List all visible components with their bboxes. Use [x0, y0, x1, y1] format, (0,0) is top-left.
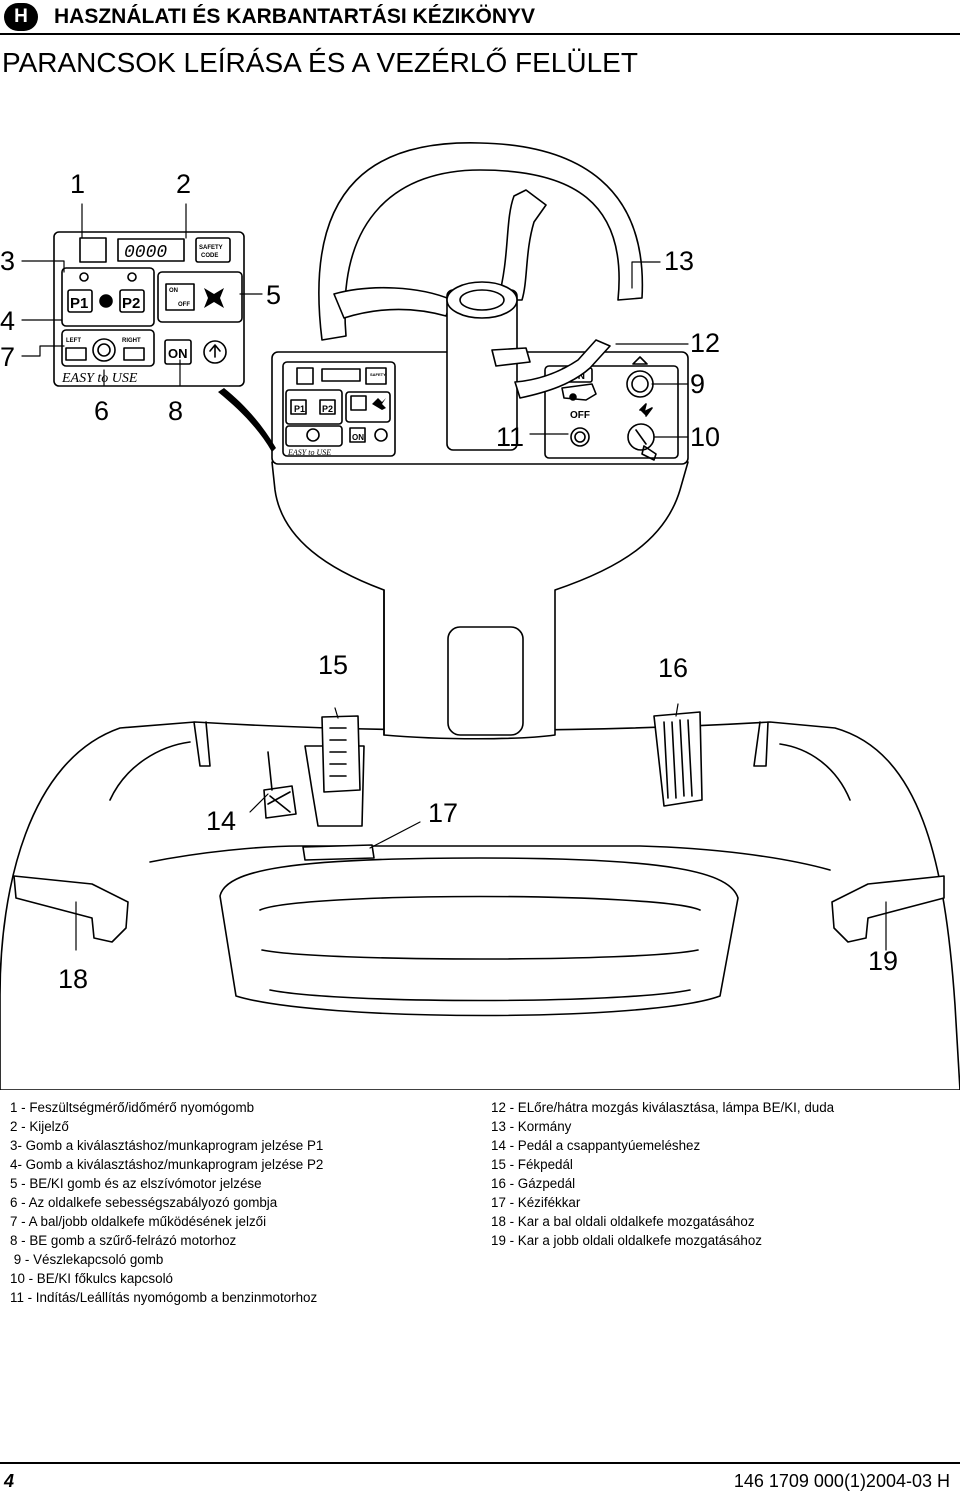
legend-item: 11 - Indítás/Leállítás nyomógomb a benzi… [10, 1290, 318, 1305]
legend-item: 3- Gomb a kiválasztáshoz/munkaprogram je… [10, 1138, 324, 1153]
start-stop-button [570, 427, 590, 447]
callout-10: 10 [690, 422, 720, 452]
dashboard-panel-small: SAFETY P1 P2 ON EASY to USE [282, 361, 396, 457]
parking-brake-lever [302, 844, 375, 861]
legend-item: 14 - Pedál a csappantyúemeléshez [491, 1138, 701, 1153]
dashboard-right-bezel [544, 365, 679, 459]
legend-item: 18 - Kar a bal oldali oldalkefe mozgatás… [491, 1214, 755, 1229]
column-recess [447, 626, 524, 736]
on-button-label: ON [168, 346, 188, 361]
manual-title: HASZNÁLATI ÉS KARBANTARTÁSI KÉZIKÖNYV [54, 5, 536, 28]
callout-14: 14 [206, 806, 236, 836]
hub-tab [491, 347, 531, 367]
easy-to-use-label: EASY to USE [61, 371, 138, 386]
callout-15: 15 [318, 650, 348, 680]
steering-wheel-rim [318, 142, 644, 341]
zoom-pointer [218, 388, 276, 452]
callout-leaders [21, 203, 887, 951]
header-rule [0, 33, 960, 35]
page-header: H HASZNÁLATI ÉS KARBANTARTÁSI KÉZIKÖNYV [0, 0, 960, 40]
legend-item: 6 - Az oldalkefe sebességszabályozó gomb… [10, 1195, 278, 1210]
lever-left-side-brush [13, 875, 129, 943]
pedal-accelerator [653, 711, 703, 807]
hood-cowl-right [779, 743, 851, 801]
off-small-label: OFF [178, 302, 190, 308]
page-title: PARANCSOK LEÍRÁSA ÉS A VEZÉRLŐ FELÜLET [2, 47, 638, 78]
dash-easy-label: EASY to USE [287, 448, 331, 457]
legend-item: 15 - Fékpedál [491, 1157, 573, 1172]
callout-8: 8 [168, 396, 183, 426]
callout-7: 7 [0, 342, 15, 372]
callout-12: 12 [690, 328, 720, 358]
fan-icon [204, 288, 224, 308]
post-left [193, 721, 211, 767]
callout-9: 9 [690, 369, 705, 399]
callout-13: 13 [664, 246, 694, 276]
legend-item: 19 - Kar a jobb oldali oldalkefe mozgatá… [491, 1233, 762, 1248]
display-digits: 0000 [124, 243, 167, 263]
floor-panel [149, 845, 831, 871]
footer-rule [0, 1462, 960, 1464]
steering-spoke-upper [497, 189, 547, 301]
lever-right-side-brush [831, 875, 945, 943]
legend-right-column: 12 - ELőre/hátra mozgás kiválasztása, lá… [491, 1098, 834, 1250]
svg-text:SAFETY: SAFETY [370, 372, 386, 377]
legend-item: 4- Gomb a kiválasztáshoz/munkaprogram je… [10, 1157, 324, 1172]
pedal-flap-lift [263, 751, 297, 819]
callout-19: 19 [868, 946, 898, 976]
steering-hub-top [446, 281, 518, 319]
hood-cowl-left [109, 741, 191, 801]
callout-18: 18 [58, 964, 88, 994]
callout-6: 6 [94, 396, 109, 426]
safety-label-1: SAFETY [199, 245, 223, 251]
svg-text:ON: ON [352, 433, 364, 442]
page-number: 4 [4, 1471, 15, 1491]
legend-item: 17 - Kézifékkar [491, 1195, 581, 1210]
pedal-brake [304, 715, 365, 827]
seat-recess [219, 857, 739, 1017]
document-code: 146 1709 000(1)2004-03 H [733, 1471, 950, 1491]
language-badge: H [4, 3, 38, 31]
legend-item: 12 - ELőre/hátra mozgás kiválasztása, lá… [491, 1100, 835, 1115]
callout-17: 17 [428, 798, 458, 828]
legend-item: 8 - BE gomb a szűrő-felrázó motorhoz [10, 1233, 237, 1248]
legend-item: 7 - A bal/jobb oldalkefe működésének jel… [10, 1214, 267, 1229]
p1-label: P1 [70, 295, 88, 312]
legend-item: 16 - Gázpedál [491, 1176, 576, 1191]
callout-1: 1 [70, 169, 85, 199]
side-brush-speed-knob [92, 338, 116, 362]
steering-column [271, 461, 689, 740]
right-label: RIGHT [122, 338, 141, 344]
legend-item: 10 - BE/KI főkulcs kapcsoló [10, 1271, 173, 1286]
callout-2: 2 [176, 169, 191, 199]
callout-4: 4 [0, 306, 15, 336]
legend-item: 2 - Kijelző [10, 1119, 69, 1134]
callout-3: 3 [0, 246, 15, 276]
direction-lever [514, 339, 611, 399]
legend-item: 9 - Vészlekapcsoló gomb [10, 1252, 164, 1267]
legend-left-column: 1 - Feszültségmérő/időmérő nyomógomb 2 -… [10, 1098, 323, 1307]
legend-item: 13 - Kormány [491, 1119, 572, 1134]
controls-figure: SAFETY P1 P2 ON EASY to USE ON OFF [0, 142, 960, 1090]
legend-item: 5 - BE/KI gomb és az elszívómotor jelzés… [10, 1176, 262, 1191]
safety-label-2: CODE [201, 253, 218, 259]
p2-label: P2 [122, 295, 140, 312]
svg-text:P1: P1 [294, 404, 305, 414]
callout-5: 5 [266, 280, 281, 310]
left-label: LEFT [66, 338, 81, 344]
zoomed-control-panel: 0000 SAFETY CODE P1 P2 ON OFF LEFT RIGHT… [53, 231, 245, 387]
dash-off-text: OFF [570, 410, 590, 421]
callout-11: 11 [496, 422, 524, 452]
svg-text:P2: P2 [322, 404, 333, 414]
post-right [753, 721, 769, 767]
on-small-label: ON [169, 288, 178, 294]
callout-16: 16 [658, 653, 688, 683]
legend-item: 1 - Feszültségmérő/időmérő nyomógomb [10, 1100, 255, 1115]
steering-spoke-lower [333, 286, 453, 319]
